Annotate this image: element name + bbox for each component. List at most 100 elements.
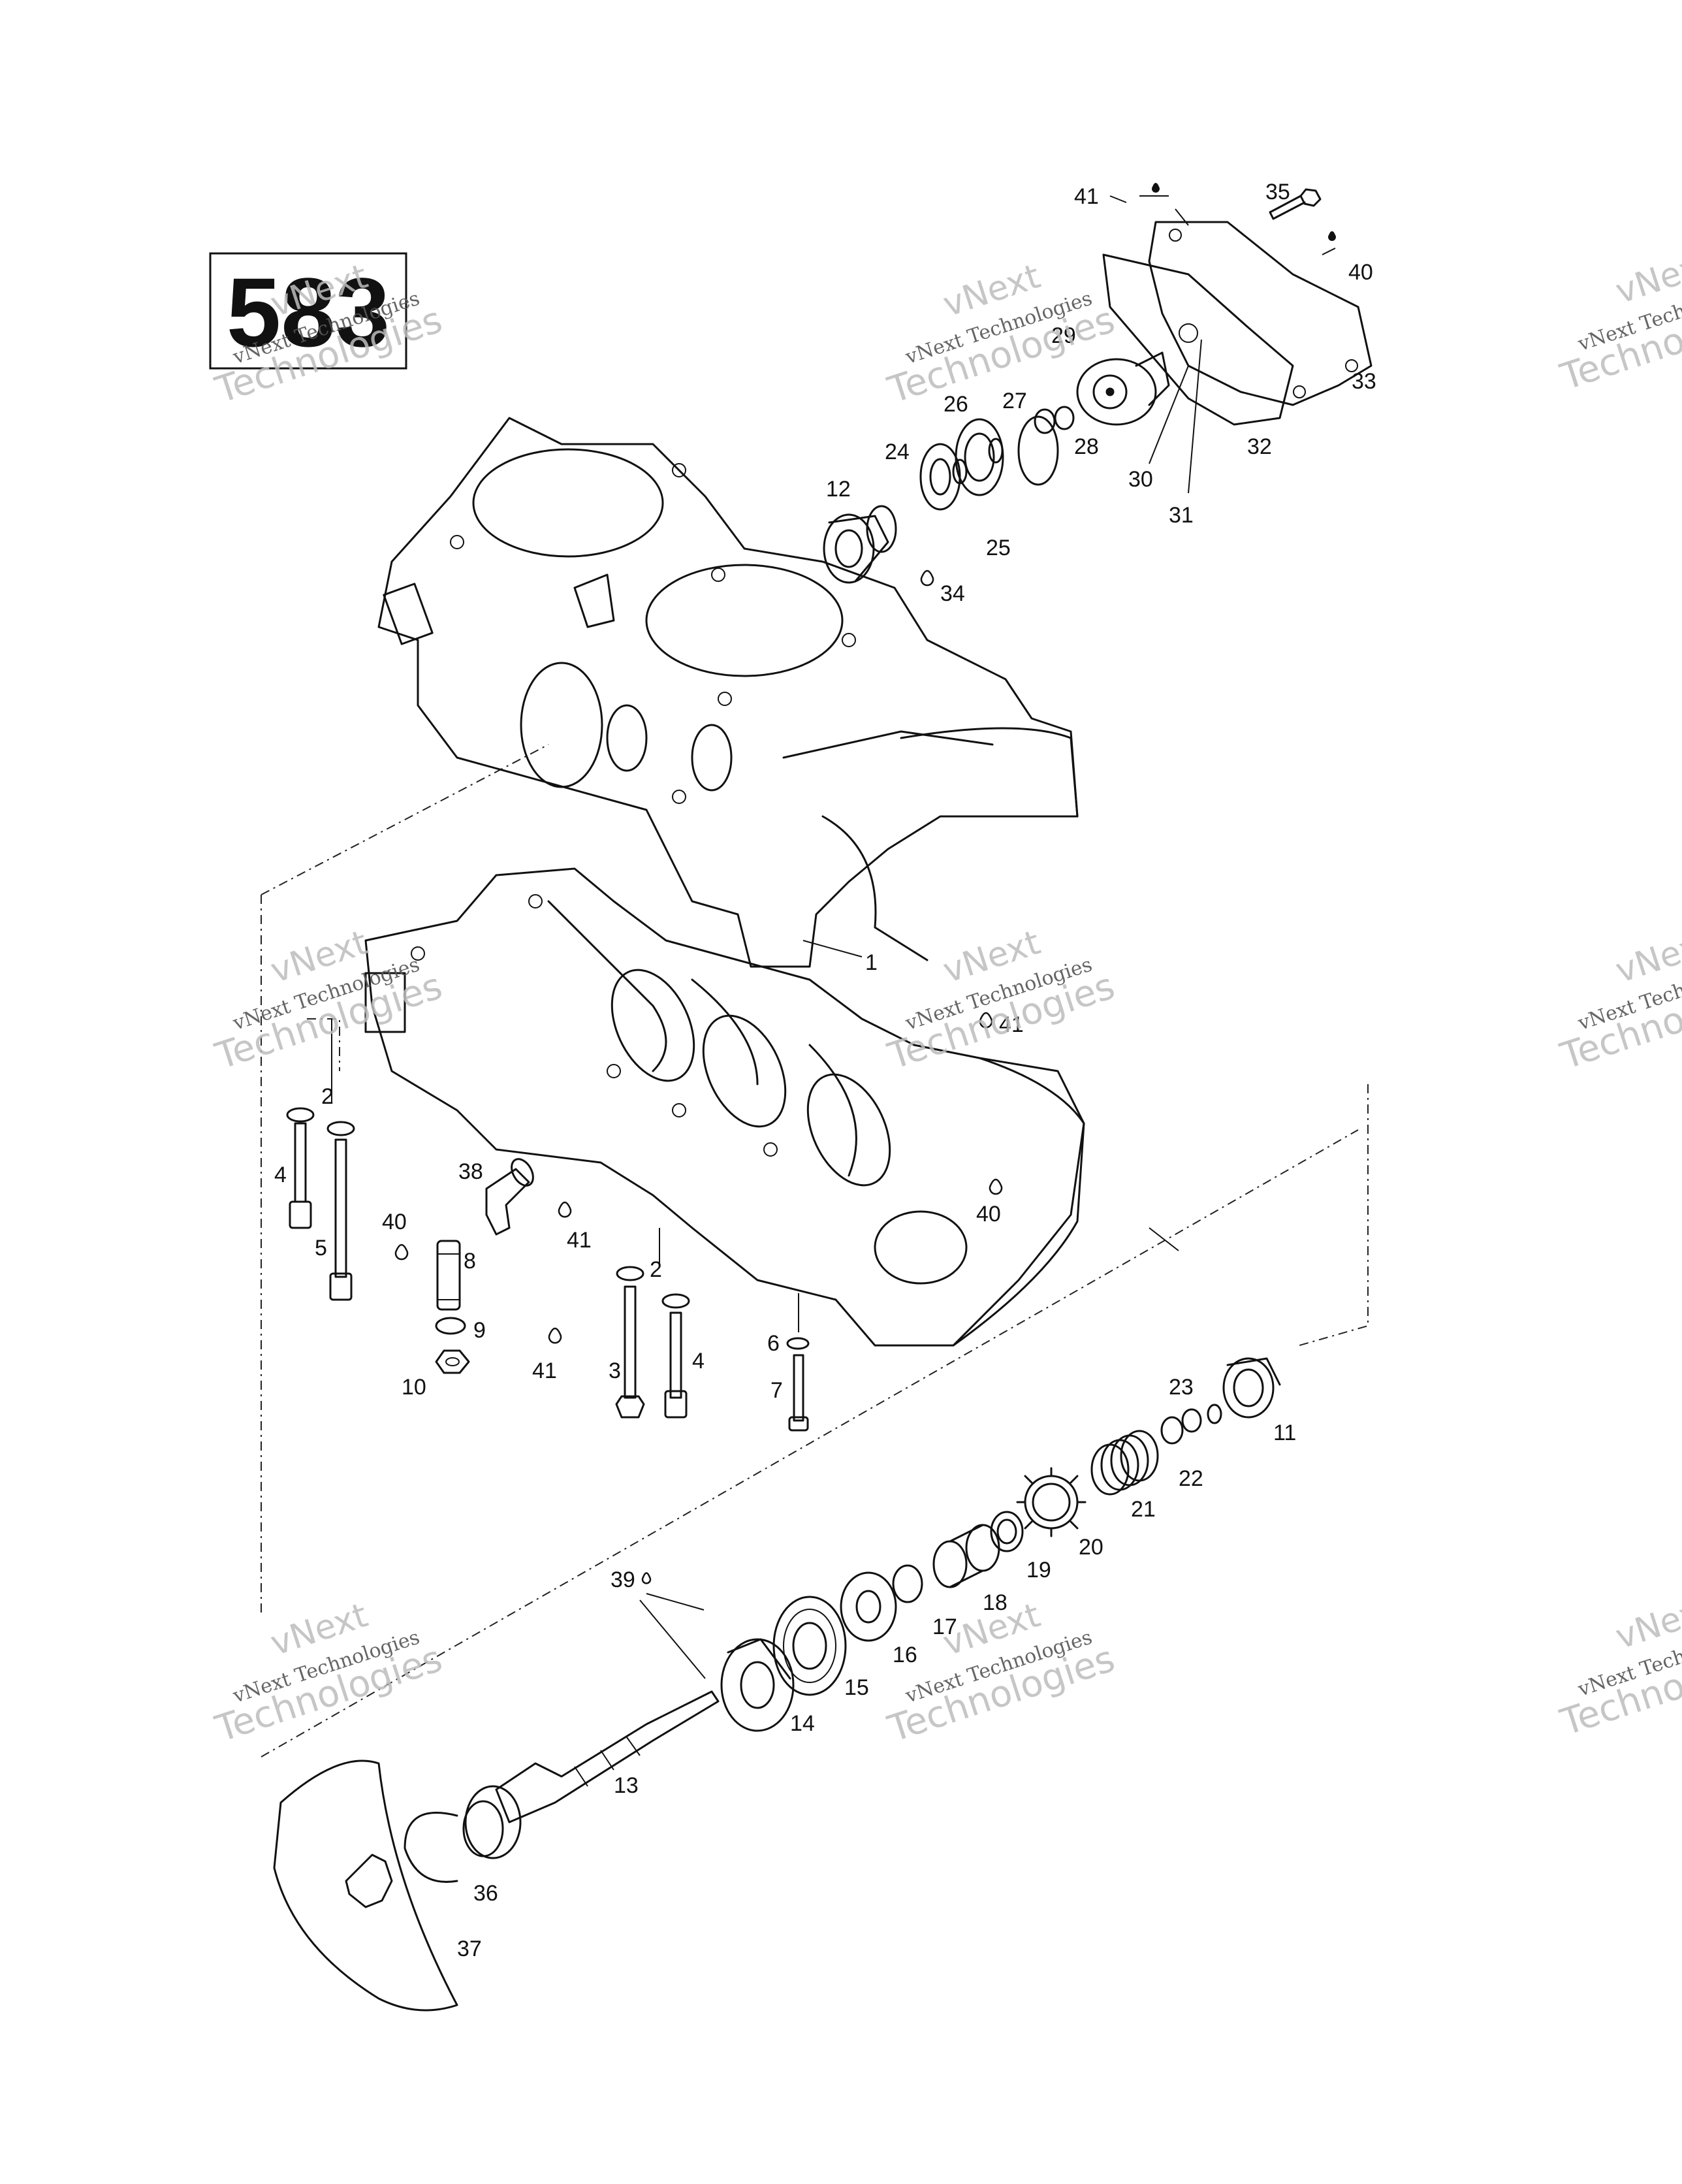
page-number-box: 583 (209, 252, 407, 370)
circlip-36 (404, 1812, 458, 1883)
drop-41-top (1152, 183, 1160, 193)
callout-30: 30 (1128, 467, 1153, 492)
shaft-13 (462, 1690, 720, 1859)
callout-32: 32 (1247, 434, 1272, 459)
callout-41-fitting: 41 (567, 1228, 592, 1253)
bolt-35 (1269, 188, 1322, 220)
callout-13: 13 (614, 1773, 639, 1798)
watermark-9: vNext vNext Technologies Technologies (1555, 1589, 1682, 1744)
callout-16: 16 (893, 1643, 917, 1667)
cover-33 (1148, 221, 1373, 406)
fitting-38 (485, 1158, 534, 1236)
svg-text:Technologies: Technologies (1555, 285, 1682, 398)
callout-20: 20 (1079, 1535, 1103, 1560)
callout-37: 37 (457, 1936, 482, 1961)
callout-1: 1 (865, 950, 878, 975)
callout-12: 12 (826, 477, 851, 502)
pump-housing-29 (1076, 351, 1170, 426)
callout-34: 34 (940, 581, 965, 606)
callout-22: 22 (1179, 1466, 1203, 1491)
svg-text:vNext: vNext (1611, 244, 1682, 312)
drop-40-top (1328, 231, 1336, 241)
callout-8: 8 (464, 1249, 476, 1274)
callout-40-top: 40 (1348, 260, 1373, 285)
callout-31: 31 (1169, 503, 1194, 528)
watermarks: vNext vNext Technologies Technologies vN… (210, 244, 1682, 1750)
lower-crankcase (364, 867, 1085, 1347)
callout-17: 17 (932, 1614, 957, 1639)
sleeve-18 (932, 1524, 1000, 1588)
drop-41-fitting (558, 1201, 572, 1218)
callout-28: 28 (1074, 434, 1099, 459)
callout-19: 19 (1026, 1558, 1051, 1582)
callout-25: 25 (986, 536, 1011, 560)
gasket-32 (1102, 253, 1294, 426)
spring-21 (1090, 1430, 1159, 1496)
ring-17 (892, 1564, 923, 1603)
callout-9: 9 (473, 1318, 486, 1343)
callout-39: 39 (611, 1567, 635, 1592)
svg-text:Technologies: Technologies (1555, 1631, 1682, 1744)
callout-15: 15 (844, 1675, 869, 1700)
callout-35: 35 (1265, 180, 1290, 204)
watermark-3: vNext vNext Technologies Technologies (1555, 244, 1682, 398)
drop-41-mid (979, 1012, 993, 1029)
callout-2-left: 2 (321, 1084, 334, 1109)
svg-text:vNext: vNext (1611, 923, 1682, 991)
callout-5: 5 (315, 1236, 327, 1261)
drop-34 (920, 570, 934, 586)
callout-41-left: 41 (532, 1358, 557, 1383)
callout-labels: 1 2 2 3 4 4 5 6 7 8 9 10 11 12 13 14 15 … (274, 180, 1376, 1961)
lubricant-drops (394, 183, 1336, 1584)
washers-27-28 (988, 406, 1075, 486)
washer-16 (840, 1571, 897, 1642)
callout-21: 21 (1131, 1497, 1156, 1522)
callout-4-left: 4 (274, 1163, 287, 1187)
callout-38: 38 (458, 1159, 483, 1184)
drop-40-left (394, 1244, 409, 1261)
callout-41-mid: 41 (999, 1012, 1024, 1037)
watermark-5: vNext vNext Technologies Technologies (883, 923, 1120, 1078)
page-number: 583 (227, 257, 390, 367)
watermark-1: vNext vNext Technologies Technologies (210, 257, 447, 411)
callout-41-top: 41 (1074, 184, 1099, 209)
callout-6: 6 (767, 1331, 780, 1356)
svg-text:Technologies: Technologies (1555, 965, 1682, 1078)
callout-3: 3 (609, 1358, 621, 1383)
drop-40-right (989, 1178, 1003, 1195)
bearing-11 (1222, 1357, 1281, 1419)
drop-41-left (548, 1327, 562, 1344)
bolts-left (286, 1107, 355, 1301)
bolt-6-7 (786, 1337, 810, 1432)
gear-20 (1016, 1467, 1087, 1537)
callout-10: 10 (402, 1375, 426, 1400)
stud-8-nut-10 (435, 1240, 470, 1374)
callout-40-left: 40 (382, 1210, 407, 1234)
callout-36: 36 (473, 1881, 498, 1906)
callout-4-center: 4 (692, 1349, 705, 1373)
callout-14: 14 (790, 1711, 815, 1736)
bearing-12 (823, 505, 897, 584)
drop-39 (641, 1572, 652, 1584)
callout-26: 26 (944, 392, 968, 417)
callout-29: 29 (1051, 323, 1076, 348)
watermark-7: vNext vNext Technologies Technologies (210, 1596, 447, 1750)
assembly-boundary-lines (261, 744, 1369, 1758)
rings-22-23 (1160, 1404, 1222, 1445)
upper-crankcase (377, 417, 1079, 968)
watermark-6: vNext vNext Technologies Technologies (1555, 923, 1682, 1078)
plate-37 (273, 1759, 458, 2012)
callout-7: 7 (770, 1378, 783, 1403)
svg-text:vNext: vNext (1611, 1589, 1682, 1657)
seal-14 (720, 1638, 795, 1732)
callout-2-center: 2 (650, 1257, 662, 1282)
callout-18: 18 (983, 1590, 1008, 1615)
callout-23: 23 (1169, 1375, 1194, 1400)
washer-19 (990, 1511, 1024, 1552)
bolts-center (615, 1266, 690, 1419)
watermark-2: vNext vNext Technologies Technologies (883, 257, 1120, 411)
bearing-15 (772, 1596, 847, 1696)
seals-24-25-26 (919, 418, 1004, 511)
callout-24: 24 (885, 440, 910, 464)
